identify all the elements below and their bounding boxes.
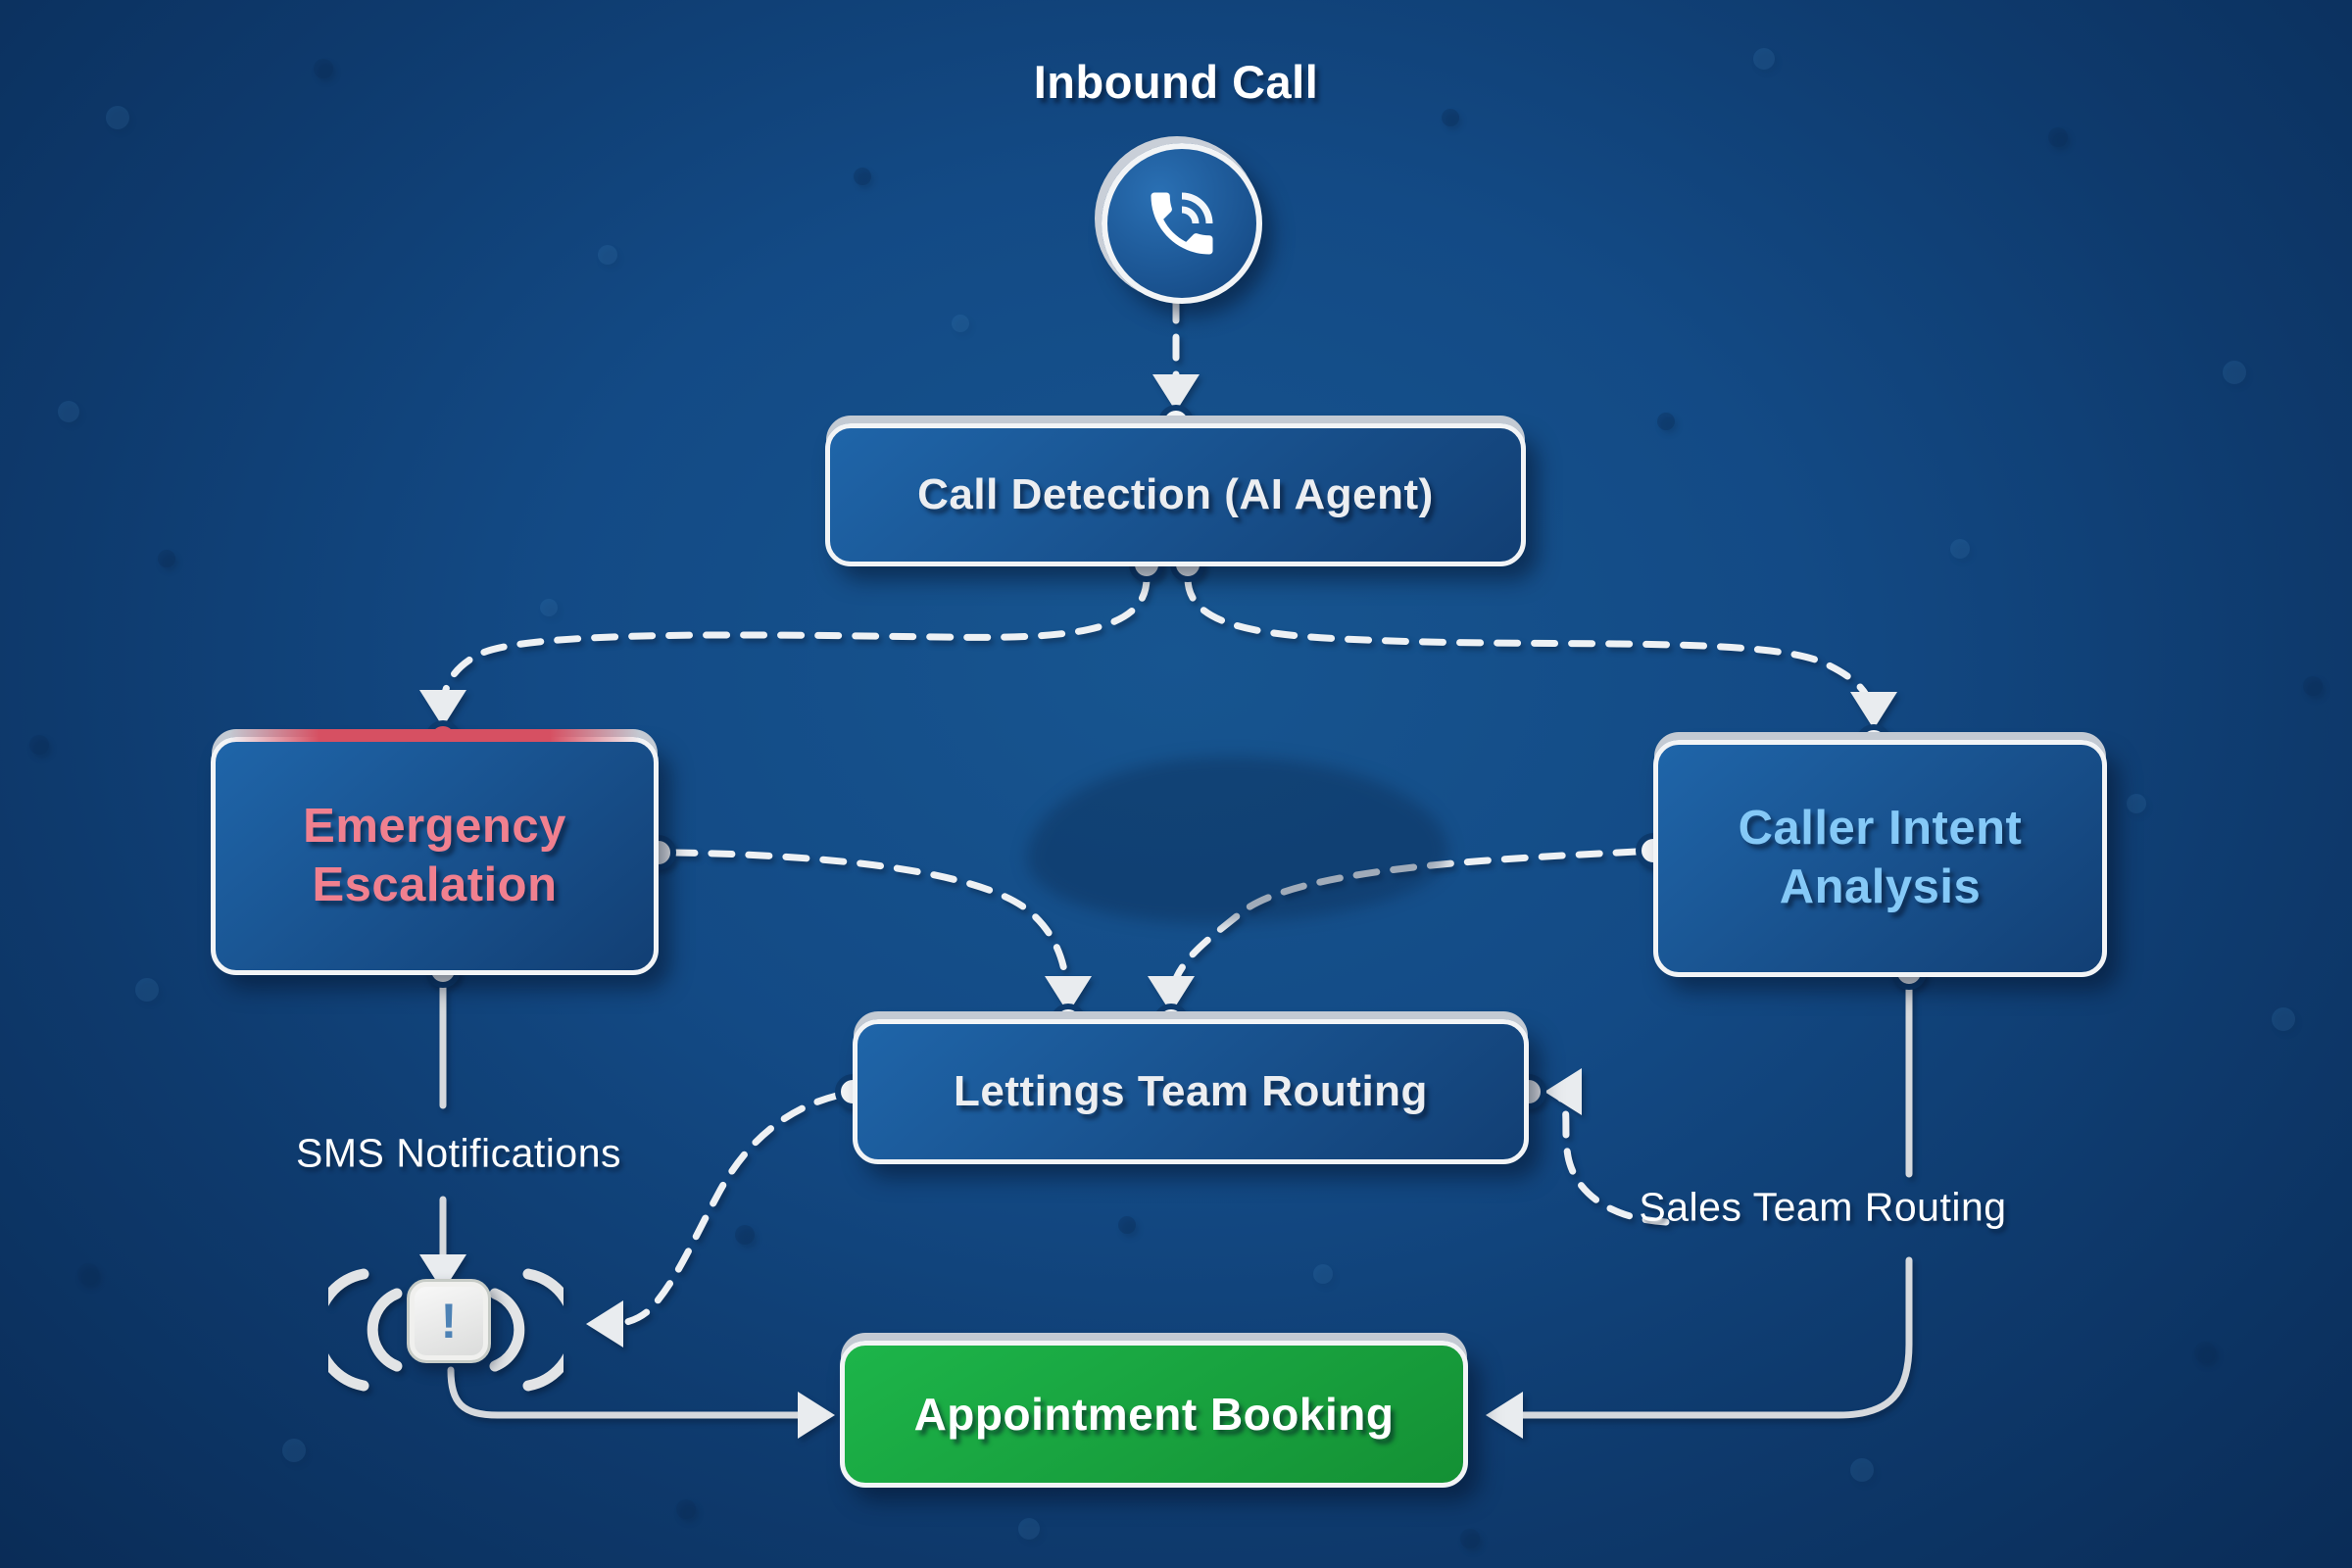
node-label: Emergency Escalation xyxy=(303,799,566,911)
phone-icon xyxy=(1151,192,1213,255)
node-label: Appointment Booking xyxy=(913,1388,1395,1440)
exclamation-glyph: ! xyxy=(440,1294,458,1348)
arrow-emergency-to-lettings xyxy=(670,849,1071,1000)
node-label: Caller Intent Analysis xyxy=(1738,802,2023,913)
diagram-title: Inbound Call xyxy=(1033,56,1319,108)
node-caller-intent-analysis: Caller Intent Analysis xyxy=(1653,740,2107,977)
alert-icon: ! xyxy=(407,1279,491,1363)
node-lettings-team-routing: Lettings Team Routing xyxy=(853,1019,1529,1164)
node-emergency-escalation: Emergency Escalation xyxy=(211,729,659,975)
sound-wave-arcs xyxy=(328,1268,564,1392)
node-appointment-booking: Appointment Booking xyxy=(840,1341,1468,1488)
watermark-smudge xyxy=(1027,757,1448,923)
node-call-detection: Call Detection (AI Agent) xyxy=(825,423,1526,566)
node-label: Lettings Team Routing xyxy=(954,1067,1428,1116)
arrow-detection-to-intent xyxy=(1184,574,1876,715)
arrow-lettings-to-sms xyxy=(602,1092,841,1328)
sms-alert-node: ! xyxy=(328,1247,564,1413)
inbound-call-node xyxy=(1102,143,1262,304)
sms-notifications-label: SMS Notifications xyxy=(295,1130,622,1176)
node-label: Call Detection (AI Agent) xyxy=(917,470,1434,519)
arrow-detection-to-emergency xyxy=(439,574,1151,713)
line-sales-to-booking xyxy=(1499,1256,1913,1419)
sales-team-routing-label: Sales Team Routing xyxy=(1639,1184,2007,1230)
